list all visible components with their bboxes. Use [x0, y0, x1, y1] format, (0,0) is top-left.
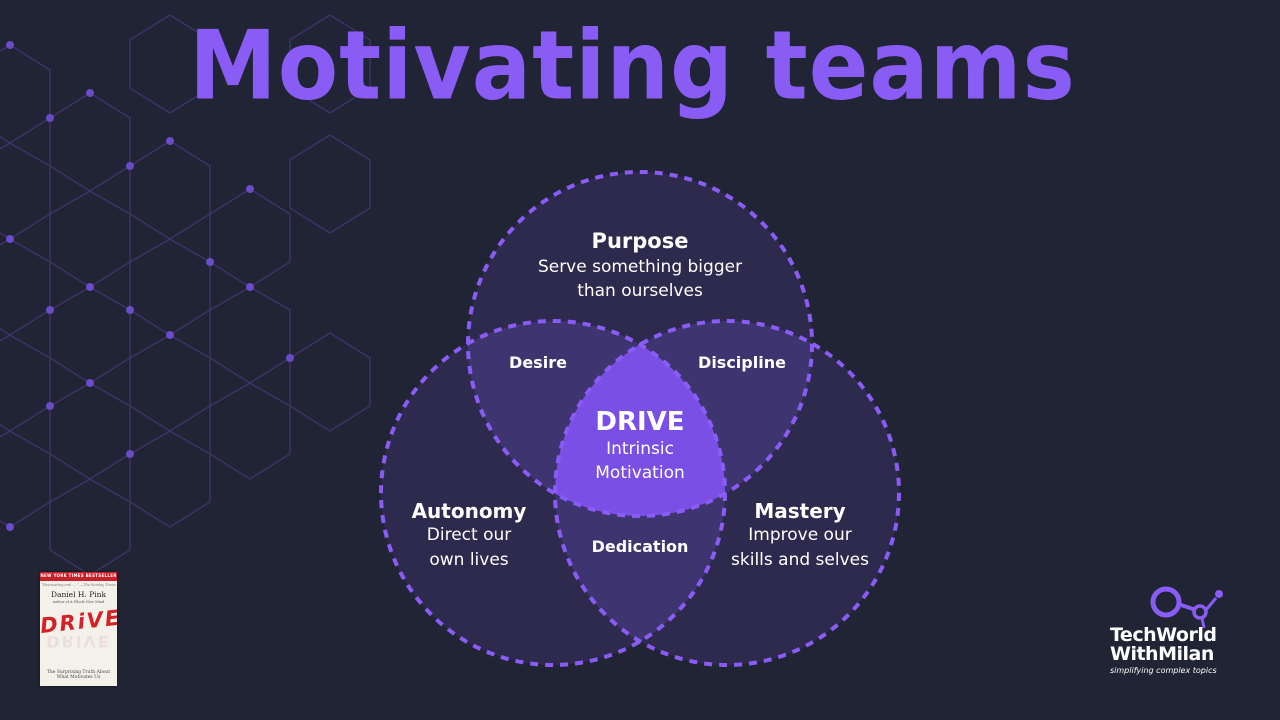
- drive-heading: DRIVE: [595, 407, 684, 437]
- book-title-reflection: DRiVE: [46, 632, 111, 651]
- book-band: [40, 572, 117, 581]
- logo-text-line1: TechWorld: [1110, 624, 1217, 646]
- mastery-heading: Mastery: [754, 499, 845, 523]
- autonomy-desc-line1: Direct our: [427, 525, 511, 545]
- drive-line2: Motivation: [595, 463, 685, 483]
- page-title: Motivating teams: [189, 9, 1076, 122]
- purpose-heading: Purpose: [592, 229, 689, 253]
- dedication-label: Dedication: [592, 537, 689, 556]
- circle-autonomy-outline: [379, 319, 727, 667]
- book-previous-work: author of A Whole New Mind: [52, 600, 105, 604]
- center-drive-region: [555, 321, 725, 516]
- logo-text-line2: WithMilan: [1110, 643, 1214, 665]
- logo-tagline: simplifying complex topics: [1110, 666, 1217, 675]
- mastery-desc-line1: Improve our: [748, 525, 851, 545]
- book-subtitle: The Surprising Truth About What Motivate…: [46, 670, 111, 681]
- techworld-logo: TechWorld WithMilan simplifying complex …: [1098, 580, 1248, 680]
- autonomy-desc-line2: own lives: [429, 550, 508, 570]
- autonomy-heading: Autonomy: [412, 499, 527, 523]
- circle-mastery-outline: [553, 319, 901, 667]
- purpose-desc-line1: Serve something bigger: [538, 257, 742, 277]
- purpose-desc-line2: than ourselves: [577, 281, 703, 301]
- book-band-text: NEW YORK TIMES BESTSELLER: [40, 573, 117, 578]
- book-author: Daniel H. Pink: [50, 590, 107, 599]
- mastery-desc-line2: skills and selves: [731, 550, 869, 570]
- discipline-label: Discipline: [698, 353, 786, 372]
- drive-book-cover: NEW YORK TIMES BESTSELLER “Fascinating a…: [40, 572, 117, 686]
- book-blurb: “Fascinating and ... ” —The Sunday Times: [41, 583, 116, 587]
- desire-label: Desire: [509, 353, 567, 372]
- logo-network-icon: [1150, 586, 1223, 629]
- drive-line1: Intrinsic: [606, 439, 674, 459]
